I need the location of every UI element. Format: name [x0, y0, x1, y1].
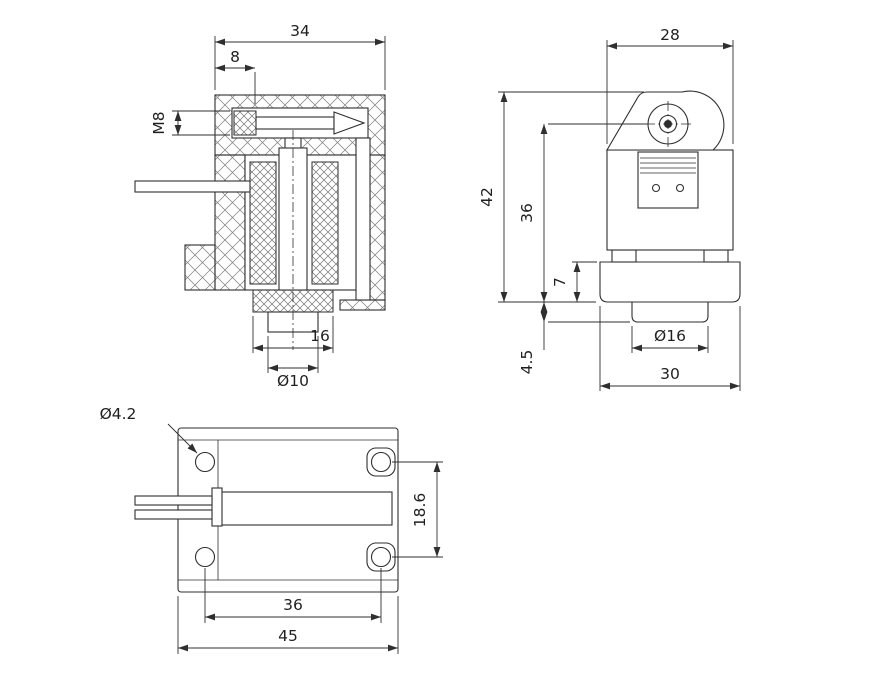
mount-hole-bottom-left [194, 546, 216, 568]
dim-boss-diameter: Ø16 [631, 326, 709, 353]
dim-base-width: 30 [599, 306, 741, 391]
dim-label-18-6: 18.6 [411, 493, 429, 528]
dim-base-height: 7 [551, 261, 597, 302]
dim-body-height: 36 [518, 123, 647, 302]
dim-label-36b: 36 [283, 596, 303, 614]
connector-pin-hole-left [651, 183, 661, 193]
dim-hole-spacing-horizontal: 36 [204, 568, 382, 623]
dim-thread-offset: 8 [215, 48, 256, 104]
top-view: Ø4.2 18.6 36 45 [100, 405, 443, 654]
dim-label-45: 45 [278, 627, 298, 645]
dim-boss-height: 4.5 [518, 302, 630, 374]
bottom-boss [631, 301, 709, 323]
dim-label-4-5: 4.5 [518, 350, 536, 375]
solenoid-housing-section [184, 94, 386, 311]
dim-bottom-boss-width: 16 [252, 316, 334, 353]
mount-hole-top-left [194, 451, 216, 473]
side-view: 28 42 36 7 4.5 Ø16 [478, 26, 741, 391]
dim-label-8: 8 [230, 48, 240, 66]
dim-label-o16: Ø16 [654, 327, 686, 345]
base-block [599, 261, 741, 303]
coil-winding-right [311, 161, 339, 285]
section-view: 34 8 M8 16 Ø10 [134, 22, 386, 390]
right-air-gap [355, 137, 371, 301]
lead-wire-bottom [134, 509, 213, 520]
dim-section-overall-width: 34 [214, 22, 386, 90]
push-pin-tip [333, 111, 366, 135]
dim-label-34: 34 [290, 22, 310, 40]
push-pin-shaft [255, 116, 335, 130]
mount-hole-bottom-right [370, 546, 392, 568]
dim-hole-spacing-vertical: 18.6 [392, 461, 443, 558]
dim-thread-size: M8 [150, 110, 230, 136]
dim-label-16: 16 [310, 327, 330, 345]
dim-label-7: 7 [551, 277, 569, 287]
dim-label-30: 30 [660, 365, 680, 383]
dim-label-42: 42 [478, 187, 496, 207]
terminal-pin [134, 180, 251, 193]
dim-overall-height: 42 [478, 91, 644, 303]
coil-winding-left [249, 161, 277, 285]
dim-plunger-diameter: Ø10 [267, 336, 319, 390]
foot-left [611, 249, 637, 263]
connector-block [637, 151, 699, 209]
dim-label-o4-2: Ø4.2 [100, 405, 137, 423]
dim-label-o10: Ø10 [277, 372, 309, 390]
dim-label-28: 28 [660, 26, 680, 44]
foot-right [703, 249, 729, 263]
dim-label-36: 36 [518, 203, 536, 223]
thread-bush-m8 [233, 110, 257, 136]
dim-label-m8: M8 [150, 111, 168, 134]
dim-frame-overall-width: 45 [177, 596, 399, 654]
connector-pin-hole-right [675, 183, 685, 193]
terminal-block [211, 487, 223, 527]
dim-mount-hole-diameter: Ø4.2 [100, 405, 198, 454]
lead-wire-top [134, 495, 213, 506]
mount-hole-top-right [370, 451, 392, 473]
